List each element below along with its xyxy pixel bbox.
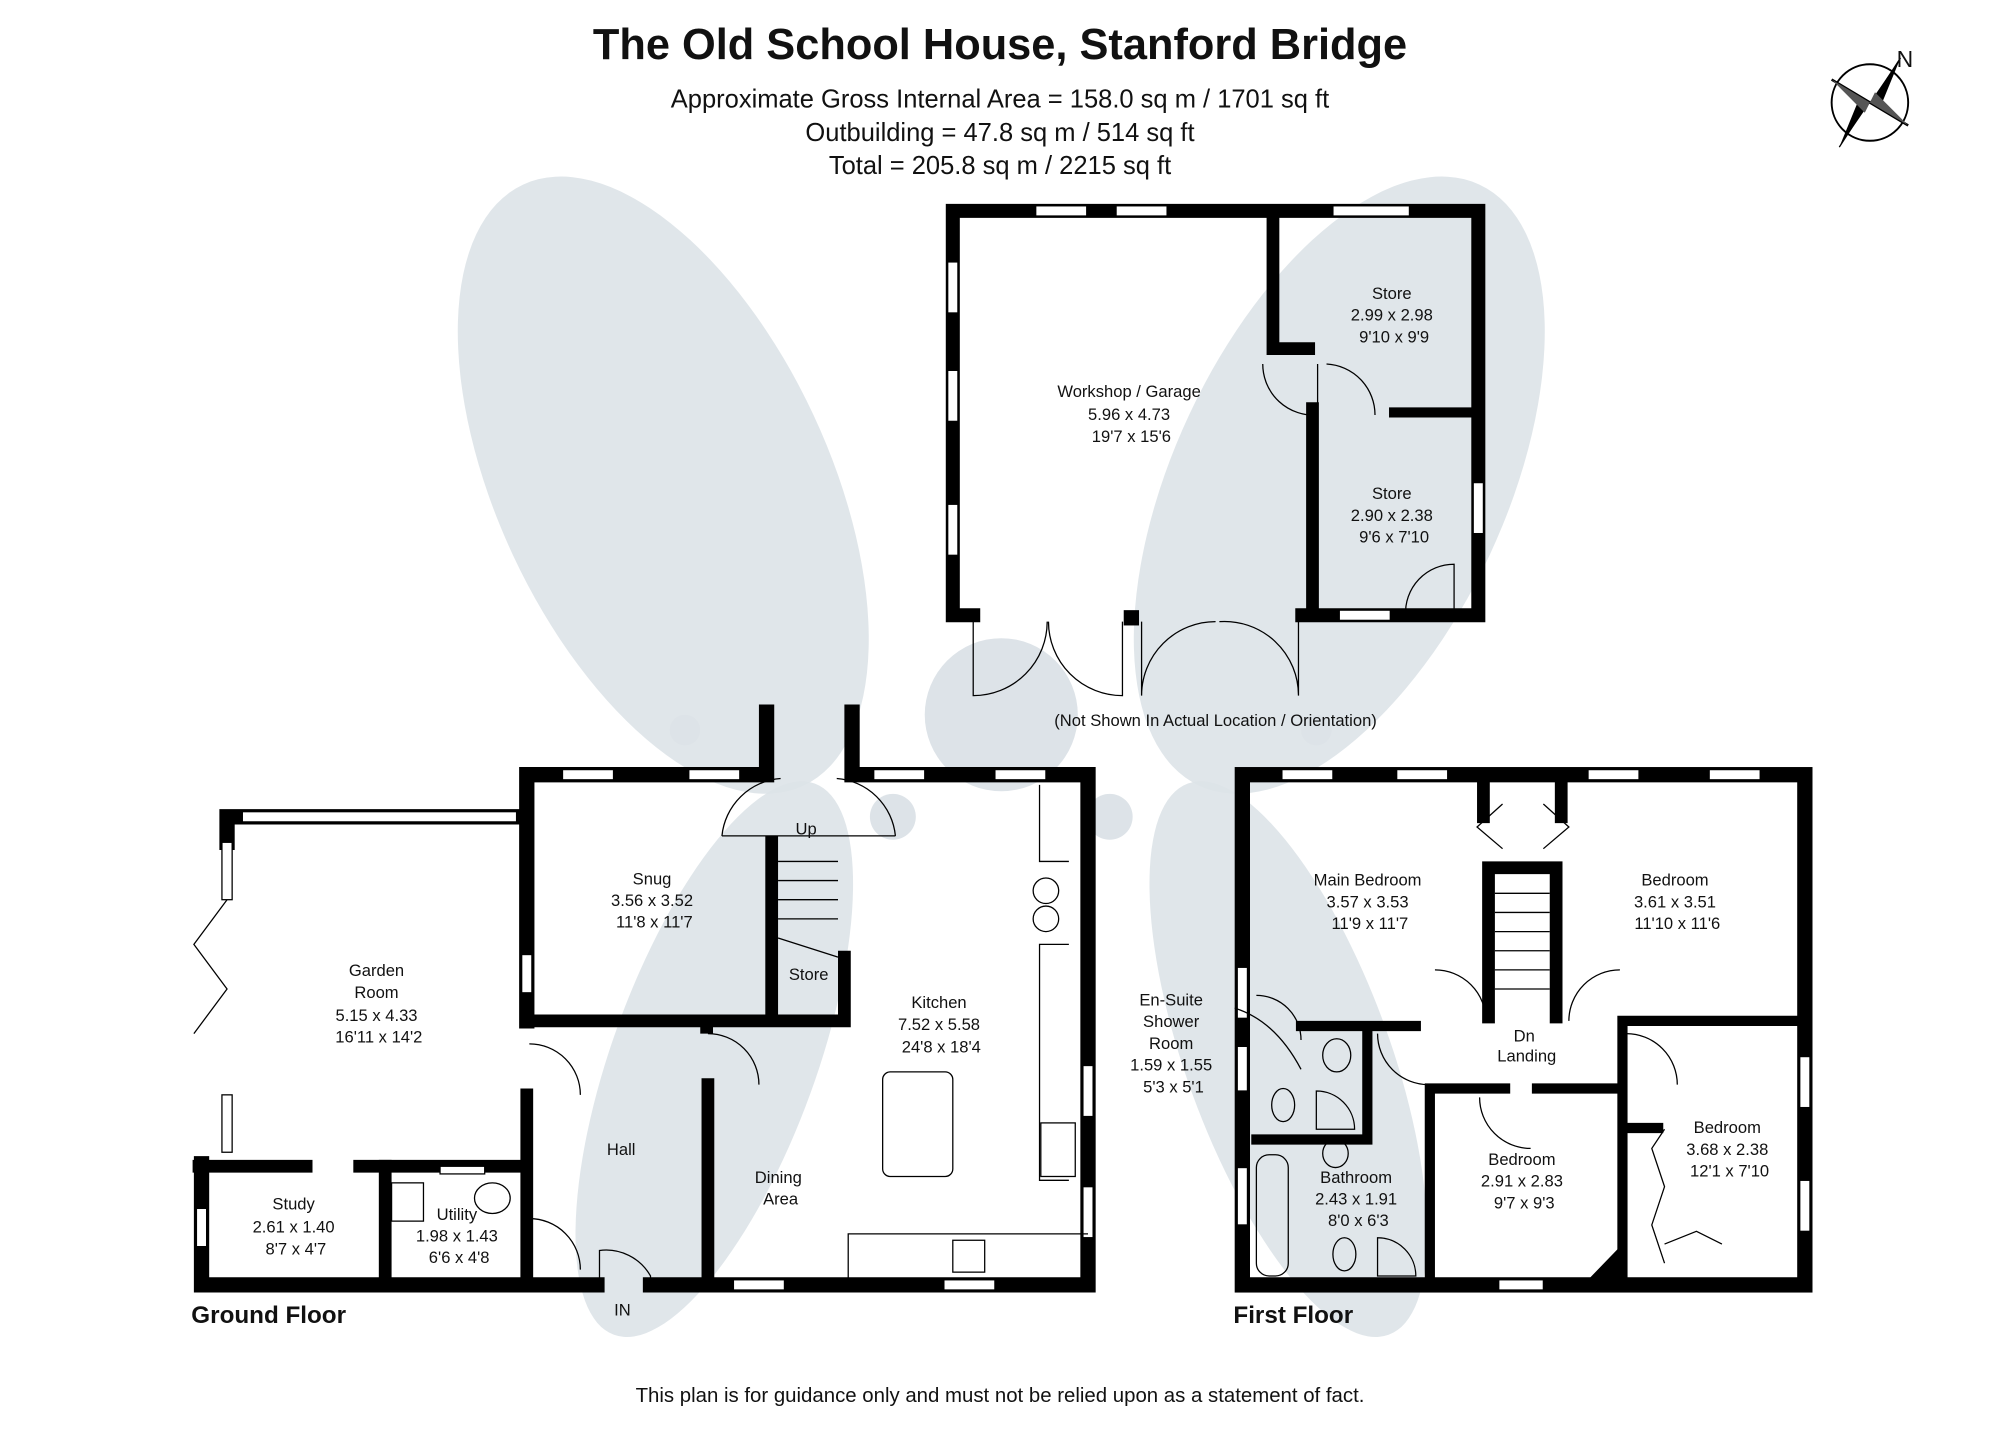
room-workshop-garage: Workshop / Garage 5.96 x 4.73 19'7 x 15'… [1057,382,1205,446]
total-area: Total = 205.8 sq m / 2215 sq ft [829,152,1171,180]
compass-north-label: N [1897,46,1914,72]
room-snug: Snug 3.56 x 3.52 11'8 x 11'7 [611,869,698,931]
outbuilding-location-note: (Not Shown In Actual Location / Orientat… [1054,711,1377,730]
room-kitchen: Kitchen 7.52 x 5.58 24'8 x 18'4 [898,993,985,1057]
room-bedroom-middle: Bedroom 2.91 x 2.83 9'7 x 9'3 [1481,1150,1568,1212]
room-dining-area: Dining Area [755,1168,807,1209]
room-bedroom-rear-right: Bedroom 3.68 x 2.38 12'1 x 7'10 [1686,1118,1773,1180]
first-floor-plan: Main Bedroom 3.57 x 3.53 11'9 x 11'7 Bed… [1130,767,1813,1329]
ground-floor-label: Ground Floor [191,1302,346,1329]
ground-floor-plan: Garden Room 5.15 x 4.33 16'11 x 14'2 Snu… [191,704,1096,1329]
stairs-up-label: Up [796,820,817,839]
room-utility: Utility 1.98 x 1.43 6'6 x 4'8 [416,1205,503,1267]
room-garden-room: Garden Room 5.15 x 4.33 16'11 x 14'2 [335,961,422,1046]
outbuilding-plan: Workshop / Garage 5.96 x 4.73 19'7 x 15'… [945,203,1486,730]
room-en-suite: En-Suite Shower Room 1.59 x 1.55 5'3 x 5… [1130,991,1217,1097]
room-bathroom: Bathroom 2.43 x 1.91 8'0 x 6'3 [1315,1168,1402,1230]
compass-rose-icon: N [1830,46,1914,148]
room-landing: Landing [1497,1047,1556,1066]
outbuilding-area: Outbuilding = 47.8 sq m / 514 sq ft [805,119,1194,147]
room-store: Store [789,965,829,984]
room-hall: Hall [607,1140,636,1159]
room-store-lower: Store 2.90 x 2.38 9'6 x 7'10 [1351,484,1438,546]
gross-internal-area: Approximate Gross Internal Area = 158.0 … [671,86,1329,114]
page-title: The Old School House, Stanford Bridge [593,21,1407,69]
entrance-label: IN [614,1301,631,1320]
room-study: Study 2.61 x 1.40 8'7 x 4'7 [253,1195,340,1259]
first-floor-label: First Floor [1233,1302,1353,1329]
watermark-logo [457,176,1545,1338]
room-main-bedroom: Main Bedroom 3.57 x 3.53 11'9 x 11'7 [1314,871,1426,933]
stairs-down-label: Dn [1514,1026,1535,1045]
disclaimer: This plan is for guidance only and must … [636,1385,1365,1407]
room-store-upper: Store 2.99 x 2.98 9'10 x 9'9 [1351,284,1438,346]
room-bedroom-front-right: Bedroom 3.61 x 3.51 11'10 x 11'6 [1634,871,1721,933]
